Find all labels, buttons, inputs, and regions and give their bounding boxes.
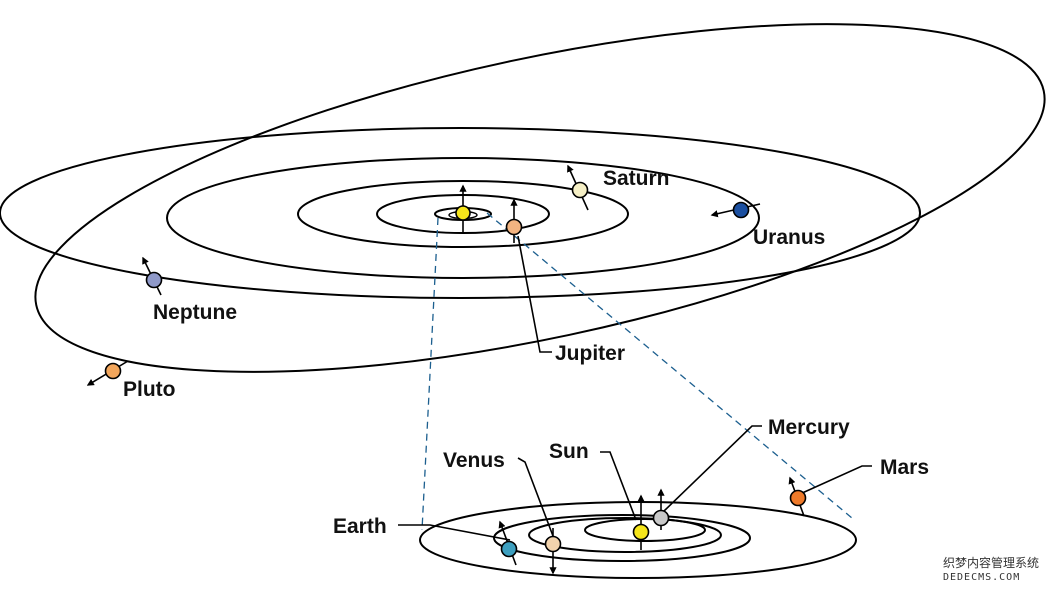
mars-planet [788, 476, 807, 517]
label-mars: Mars [880, 456, 929, 479]
labels: Saturn Uranus Neptune Jupiter Pluto Merc… [123, 167, 929, 538]
watermark-line2: DEDECMS.COM [943, 572, 1020, 583]
earth-orbit [493, 514, 751, 562]
mercury-planet [652, 488, 670, 530]
earth-leader [398, 524, 511, 541]
venus-orbit [528, 517, 722, 553]
outer-sun [455, 184, 471, 233]
label-jupiter: Jupiter [555, 342, 625, 365]
saturn-orbit [297, 180, 629, 248]
jupiter-leader [517, 235, 552, 353]
venus-planet [544, 528, 562, 575]
leader-lines [398, 235, 872, 541]
pluto-orbit [34, 23, 1046, 373]
saturn-planet [567, 164, 589, 211]
mars-leader [799, 465, 872, 495]
mercury-leader [662, 425, 762, 513]
mercury-orbit [584, 518, 706, 542]
label-earth: Earth [333, 515, 387, 538]
neptune-orbit [0, 127, 921, 299]
uranus-planet [710, 201, 761, 219]
inner-solar-system [419, 501, 857, 579]
uranus-orbit [166, 157, 760, 279]
pluto-planet [86, 360, 129, 386]
label-sun: Sun [549, 440, 589, 463]
sun-planet [632, 494, 650, 550]
venus-leader [517, 457, 554, 537]
zoom-line-left [421, 217, 439, 531]
label-uranus: Uranus [753, 226, 825, 249]
zoom-lines [421, 212, 853, 531]
label-neptune: Neptune [153, 301, 237, 324]
jupiter-planet [505, 198, 523, 243]
watermark-line1: 织梦内容管理系统 [943, 555, 1039, 570]
zoom-line-right [486, 212, 853, 519]
watermark: 织梦内容管理系统 DEDECMS.COM [943, 555, 1039, 583]
label-venus: Venus [443, 449, 505, 472]
label-mercury: Mercury [768, 416, 850, 439]
neptune-planet [142, 256, 163, 296]
earth-planet [498, 520, 518, 566]
label-saturn: Saturn [603, 167, 670, 190]
label-pluto: Pluto [123, 378, 176, 401]
mars-orbit [419, 501, 857, 579]
sun-leader [600, 451, 637, 521]
outer-solar-system [0, 23, 1046, 373]
